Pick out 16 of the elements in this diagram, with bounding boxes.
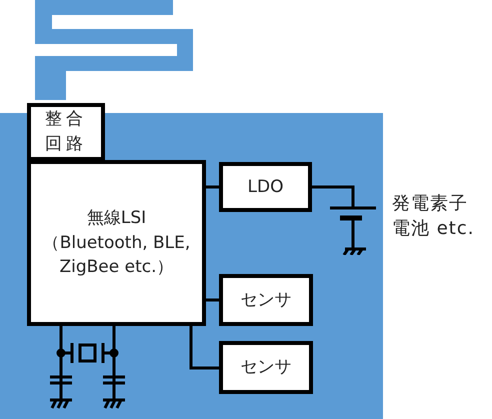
component-box bbox=[27, 160, 206, 326]
battery-symbol bbox=[328, 205, 378, 255]
wire bbox=[312, 186, 354, 207]
power-source-label: 発電素子電池 etc. bbox=[392, 192, 476, 242]
component-box bbox=[27, 103, 105, 161]
wire bbox=[206, 186, 219, 188]
component-box bbox=[219, 274, 313, 326]
wire bbox=[206, 298, 219, 302]
component-label: 整合回路 bbox=[44, 108, 88, 156]
wire bbox=[190, 326, 219, 370]
component-box bbox=[219, 162, 312, 212]
component-box bbox=[219, 341, 313, 394]
component-label: LDO bbox=[248, 176, 284, 199]
component-label: センサ bbox=[240, 288, 292, 312]
component-label: センサ bbox=[240, 356, 292, 380]
component-label: 無線LSI（Bluetooth, BLE, ZigBee etc.） bbox=[42, 207, 192, 280]
